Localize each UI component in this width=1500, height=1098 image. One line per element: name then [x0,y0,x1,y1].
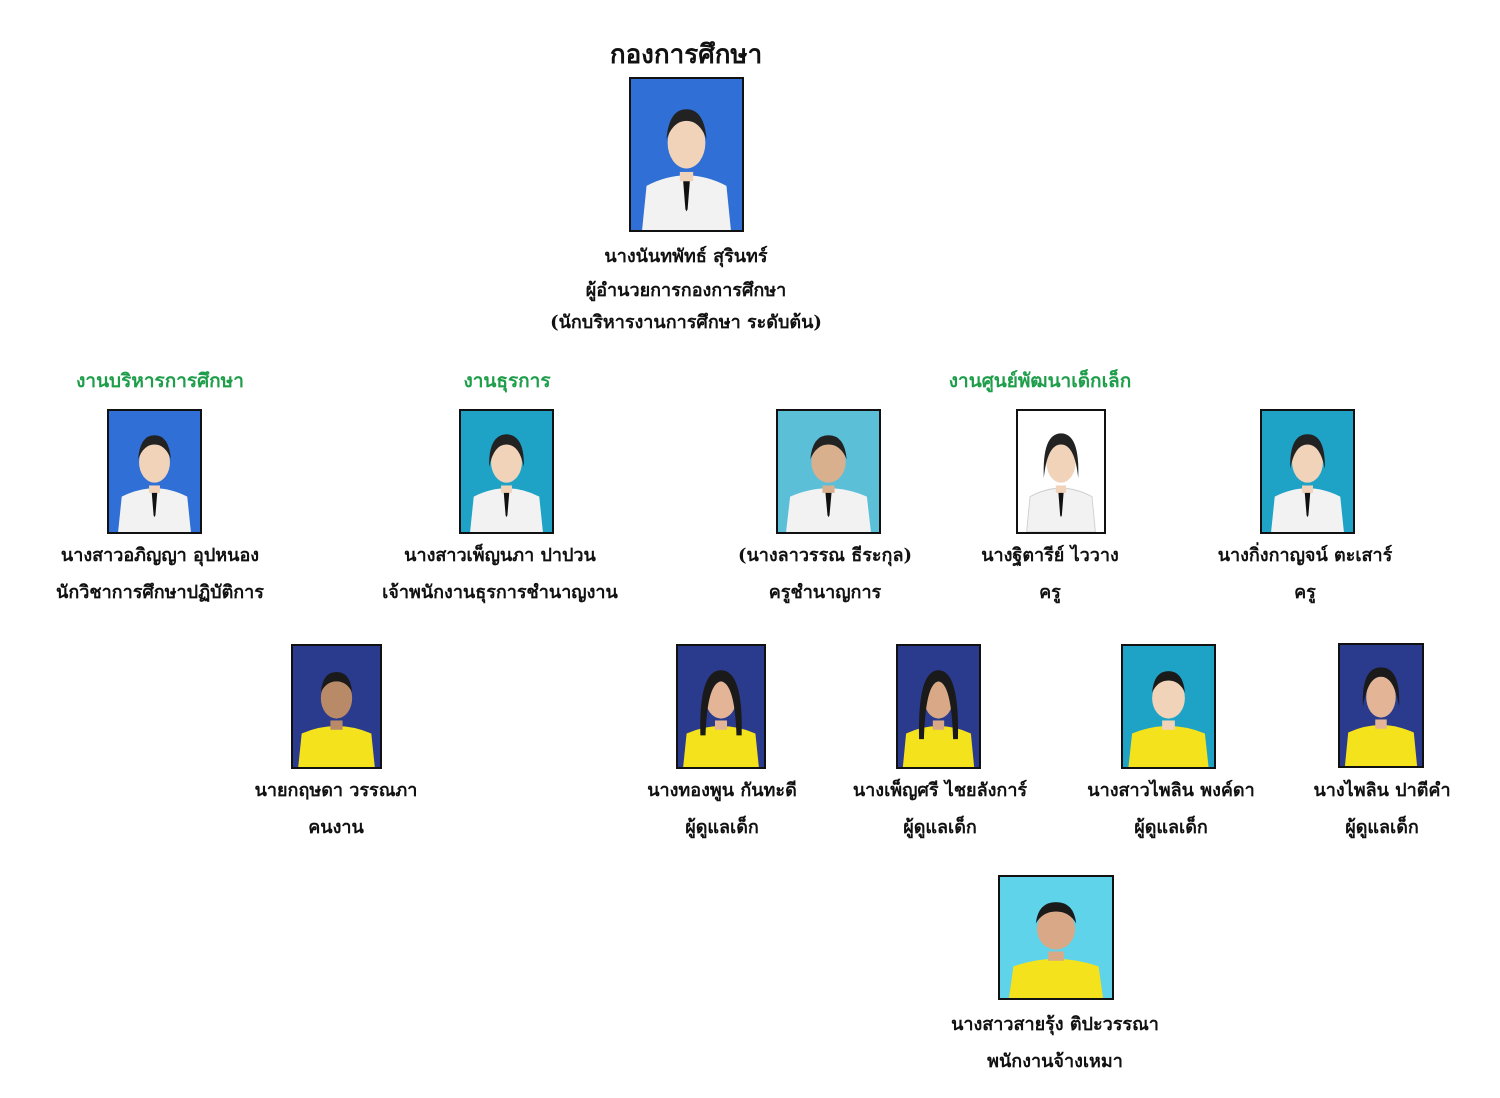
person-label-caregiver-4: นางไพลิน ปาตีคำ ผู้ดูแลเด็ก [1292,772,1472,846]
person-name: นางนันทพัทธ์ สุรินทร์ [604,246,768,267]
person-name: นางสาวไพลิน พงค์ดา [1087,780,1255,801]
person-label-contract-worker: นางสาวสายรุ้ง ติปะวรรณา พนักงานจ้างเหมา [930,1006,1180,1080]
person-label-caregiver-1: นางทองพูน กันทะดี ผู้ดูแลเด็ก [622,772,822,846]
person-role: ผู้อำนวยการกองการศึกษา [585,280,787,301]
person-name: นางไพลิน ปาตีคำ [1313,780,1451,801]
section-education-admin: งานบริหารการศึกษา [76,370,244,392]
person-photo-worker [291,644,382,769]
person-role: ผู้ดูแลเด็ก [1345,817,1419,838]
portrait-icon [678,646,764,767]
page-title: กองการศึกษา [609,40,763,70]
person-name: (นางลาวรรณ ธีระกุล) [737,545,913,566]
person-role: คนงาน [308,817,364,838]
portrait-icon [631,79,742,230]
person-role: ครู [1039,582,1061,603]
person-label-caregiver-3: นางสาวไพลิน พงค์ดา ผู้ดูแลเด็ก [1066,772,1276,846]
person-label-education-officer: นางสาวอภิญญา อุปหนอง นักวิชาการศึกษาปฏิบ… [20,537,300,611]
person-label-senior-teacher: (นางลาวรรณ ธีระกุล) ครูชำนาญการ [710,537,940,611]
person-role: พนักงานจ้างเหมา [987,1051,1123,1072]
person-photo-contract-worker [998,875,1114,1000]
person-role-detail: (นักบริหารงานการศึกษา ระดับต้น) [550,312,822,333]
person-role: เจ้าพนักงานธุรการชำนาญงาน [382,582,618,603]
person-name: นางสาวอภิญญา อุปหนอง [60,545,260,566]
person-photo-caregiver-1 [676,644,766,769]
person-role: ผู้ดูแลเด็ก [1134,817,1208,838]
portrait-icon [1340,645,1422,766]
person-photo-director [629,77,744,232]
portrait-icon [1000,877,1112,998]
person-name: นางทองพูน กันทะดี [647,780,797,801]
person-photo-caregiver-3 [1121,644,1216,769]
section-clerical: งานธุรการ [463,370,551,392]
person-photo-clerk [459,409,554,534]
person-role: ครู [1294,582,1316,603]
person-name: นายกฤษดา วรรณภา [254,780,418,801]
person-photo-teacher-1 [1016,409,1106,534]
person-photo-education-officer [107,409,202,534]
portrait-icon [293,646,380,767]
person-label-teacher-1: นางฐิตารีย์ ไววาง ครู [960,537,1140,611]
portrait-icon [1018,411,1104,532]
person-photo-senior-teacher [776,409,881,534]
person-role: ผู้ดูแลเด็ก [903,817,977,838]
portrait-icon [461,411,552,532]
person-name: นางสาวเพ็ญนภา ปาปวน [404,545,596,566]
person-photo-caregiver-2 [896,644,981,769]
portrait-icon [778,411,879,532]
person-name: นางเพ็ญศรี ไชยลังการ์ [852,780,1028,801]
person-name: นางสาวสายรุ้ง ติปะวรรณา [951,1014,1159,1035]
person-role: นักวิชาการศึกษาปฏิบัติการ [56,582,264,603]
portrait-icon [1262,411,1353,532]
person-name: นางกิ่งกาญจน์ ตะเสาร์ [1217,545,1393,566]
person-label-director: นางนันทพัทธ์ สุรินทร์ ผู้อำนวยการกองการศ… [536,238,836,339]
person-label-caregiver-2: นางเพ็ญศรี ไชยลังการ์ ผู้ดูแลเด็ก [830,772,1050,846]
person-role: ผู้ดูแลเด็ก [685,817,759,838]
person-label-teacher-2: นางกิ่งกาญจน์ ตะเสาร์ ครู [1190,537,1420,611]
person-role: ครูชำนาญการ [768,582,882,603]
portrait-icon [1123,646,1214,767]
person-name: นางฐิตารีย์ ไววาง [981,545,1119,566]
person-photo-caregiver-4 [1338,643,1424,768]
person-label-clerk: นางสาวเพ็ญนภา ปาปวน เจ้าพนักงานธุรการชำน… [355,537,645,611]
portrait-icon [898,646,979,767]
section-child-development: งานศูนย์พัฒนาเด็กเล็ก [948,370,1132,392]
person-photo-teacher-2 [1260,409,1355,534]
person-label-worker: นายกฤษดา วรรณภา คนงาน [226,772,446,846]
portrait-icon [109,411,200,532]
